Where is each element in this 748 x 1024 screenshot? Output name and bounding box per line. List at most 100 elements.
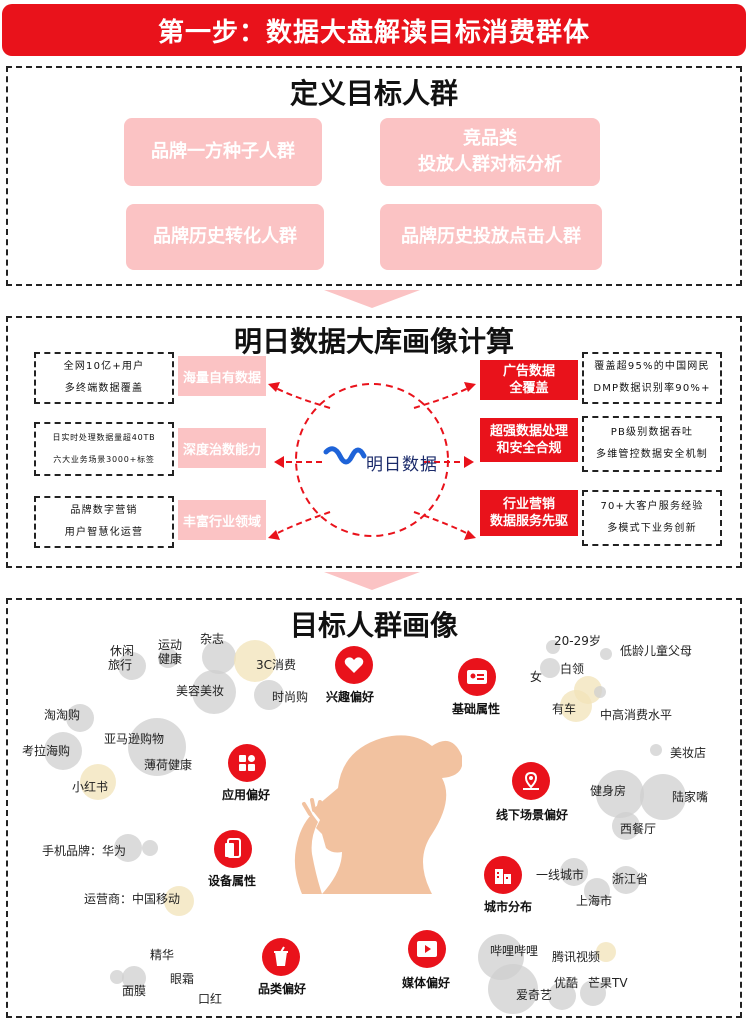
keyword: 爱奇艺 — [516, 988, 553, 1002]
bubble — [488, 964, 538, 1014]
keyword: 口红 — [198, 992, 223, 1006]
keyword: 眼霜 — [170, 972, 195, 986]
seed-crowd-box: 品牌一方种子人群 — [124, 118, 322, 186]
bubble — [548, 982, 576, 1010]
bubble — [650, 744, 662, 756]
right-label-3: 行业营销 数据服务先驱 — [480, 490, 578, 536]
bubble — [80, 764, 116, 800]
bubble — [612, 866, 640, 894]
keyword: 杂志 — [200, 632, 225, 646]
bubble — [640, 774, 686, 820]
page-title: 第一步：数据大盘解读目标消费群体 — [157, 17, 590, 48]
bubble — [164, 886, 194, 916]
bubble — [546, 640, 560, 654]
left-info-1-line1: 全网10亿+用户 — [63, 361, 145, 372]
mingri-logo-icon — [323, 446, 367, 465]
persona-title: 目标人群画像 — [289, 609, 458, 642]
right-info-1-line2: DMP数据识别率90%+ — [593, 383, 711, 394]
keyword: 西餐厅 — [620, 822, 657, 836]
down-arrow-2 — [324, 572, 420, 590]
keyword: 运动 — [158, 638, 183, 652]
right-info-box-1: 覆盖超95%的中国网民 DMP数据识别率90%+ — [582, 352, 722, 404]
keyword: 优酷 — [554, 976, 579, 990]
keyword: 腾讯视频 — [552, 950, 601, 964]
right-label-1: 广告数据 全覆盖 — [480, 360, 578, 400]
keyword: 中高消费水平 — [600, 708, 673, 722]
category-city: 城市分布 — [484, 900, 533, 914]
keyword: 时尚购 — [272, 690, 309, 704]
bubble — [254, 680, 284, 710]
bubble — [122, 966, 146, 990]
left-info-2-line2: 六大业务场景3000+标签 — [53, 455, 155, 464]
mingri-logo-text: 明日数据 — [366, 455, 438, 475]
right-info-3-line1: 70+大客户服务经验 — [600, 501, 704, 512]
history-convert-label: 品牌历史转化人群 — [153, 225, 297, 247]
keyword: 亚马逊购物 — [104, 732, 165, 746]
category-media: 媒体偏好 — [402, 976, 451, 990]
keyword: 薄荷健康 — [144, 758, 193, 772]
compute-connector-graphic — [268, 382, 476, 540]
keyword: 白领 — [560, 662, 585, 676]
category-product: 品类偏好 — [258, 982, 307, 996]
keyword: 面膜 — [122, 984, 147, 998]
bubble — [596, 942, 616, 962]
keyword: 陆家嘴 — [672, 790, 709, 804]
category-interest: 兴趣偏好 — [326, 690, 375, 704]
define-target-title: 定义目标人群 — [289, 77, 458, 110]
building-icon — [484, 856, 522, 894]
keyword: 芒果TV — [588, 976, 628, 990]
category-app: 应用偏好 — [222, 788, 271, 802]
keyword: 美容美妆 — [176, 684, 225, 698]
location-map-icon — [512, 762, 550, 800]
keyword: 健康 — [158, 652, 183, 666]
right-label-2: 超强数据处理 和安全合规 — [480, 418, 578, 462]
history-click-box: 品牌历史投放点击人群 — [380, 204, 602, 270]
keyword: 一线城市 — [536, 868, 585, 882]
right-info-2-line1: PB级别数据吞吐 — [610, 427, 694, 438]
keyword: 休闲 — [110, 644, 135, 658]
right-info-box-2: PB级别数据吞吐 多维管控数据安全机制 — [582, 416, 722, 472]
right-label-3-line1: 行业营销 — [502, 497, 555, 512]
keyword: 小红书 — [72, 780, 109, 794]
bubble — [192, 670, 236, 714]
bubble — [584, 878, 610, 904]
bubble — [612, 812, 640, 840]
bubble — [128, 718, 186, 776]
left-info-box-1: 全网10亿+用户 多终端数据覆盖 — [34, 352, 174, 404]
bubble — [114, 834, 142, 862]
keyword: 运营商：中国移动 — [84, 892, 181, 906]
compute-title: 明日数据大库画像计算 — [233, 325, 514, 358]
left-label-3: 丰富行业领域 — [178, 500, 266, 540]
heart-icon — [335, 646, 373, 684]
bubble — [110, 970, 124, 984]
keyword: 低龄儿童父母 — [620, 644, 693, 658]
keyword: 哔哩哔哩 — [490, 944, 539, 958]
left-label-2: 深度治数能力 — [178, 428, 266, 468]
persona-panel — [6, 598, 742, 1018]
keyword: 手机品牌：华为 — [42, 844, 127, 858]
bubble — [596, 770, 644, 818]
bubble — [142, 840, 158, 856]
bubble — [600, 648, 612, 660]
right-info-3-line2: 多模式下业务创新 — [607, 523, 697, 534]
bubble — [158, 648, 178, 668]
competitor-crowd-box: 竞品类 投放人群对标分析 — [380, 118, 600, 186]
keyword: 20-29岁 — [554, 634, 601, 648]
keyword: 美妆店 — [670, 746, 707, 760]
keyword: 淘淘购 — [44, 708, 81, 722]
bubble — [118, 652, 146, 680]
right-info-1-line1: 覆盖超95%的中国网民 — [594, 361, 710, 372]
compute-panel — [6, 316, 742, 568]
right-info-box-3: 70+大客户服务经验 多模式下业务创新 — [582, 490, 722, 546]
bubble — [234, 640, 276, 682]
keyword: 有车 — [552, 702, 577, 716]
bubble — [594, 686, 606, 698]
right-label-3-line2: 数据服务先驱 — [489, 514, 568, 529]
category-basic: 基础属性 — [452, 702, 501, 716]
keyword: 女 — [530, 670, 543, 684]
bubble — [202, 640, 236, 674]
device-icon — [214, 830, 252, 868]
left-info-1-line2: 多终端数据覆盖 — [64, 383, 144, 394]
bubble — [580, 980, 606, 1006]
left-info-3-line2: 用户智慧化运营 — [64, 527, 144, 538]
